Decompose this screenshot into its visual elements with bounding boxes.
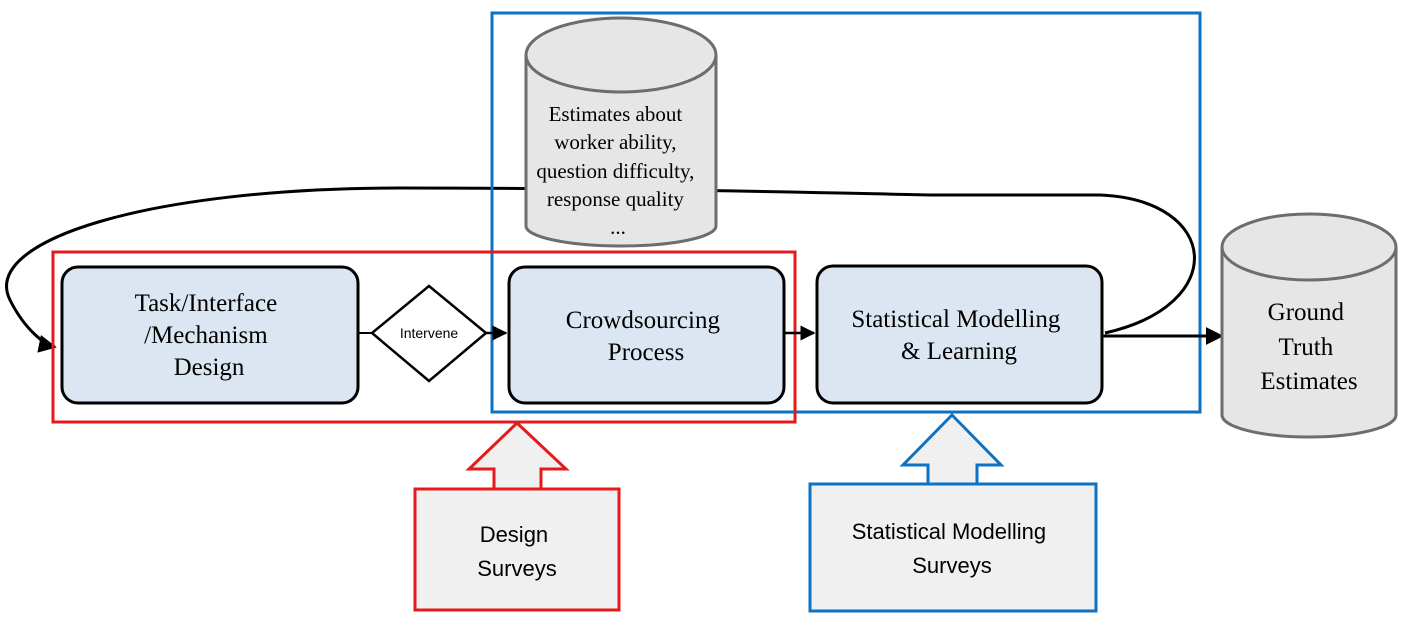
estimates-line: question difficulty, xyxy=(536,159,694,183)
intervene-label: Intervene xyxy=(400,325,459,341)
task-design-node: Task/Interface /Mechanism Design xyxy=(60,265,360,405)
statistical-surveys-callout: Statistical Modelling Surveys xyxy=(808,412,1098,613)
crowdsourcing-line: Crowdsourcing xyxy=(566,307,721,334)
task-design-line: Task/Interface xyxy=(135,290,278,317)
task-design-line: Design xyxy=(174,354,245,381)
design-scope-frame xyxy=(51,250,797,424)
ground-truth-line: Estimates xyxy=(1260,368,1357,395)
estimates-line: worker ability, xyxy=(554,130,676,154)
statistical-surveys-up-arrow xyxy=(899,412,1005,486)
svg-text:Statistical Modelling Su: Statistical Modelling Surveys xyxy=(852,519,1053,578)
stat-modelling-line: Statistical Modelling xyxy=(851,306,1061,333)
svg-text:Design Surveys: Design Surveys xyxy=(477,522,556,581)
design-surveys-callout: Design Surveys xyxy=(413,420,621,612)
statistical-surveys-line: Statistical Modelling xyxy=(852,519,1046,544)
estimates-database: Estimates about worker ability, question… xyxy=(524,16,718,248)
ground-truth-line: Ground xyxy=(1268,299,1345,326)
task-design-line: /Mechanism xyxy=(144,322,268,349)
svg-text:Crowdsourcing Process: Crowdsourcing Process xyxy=(566,307,726,366)
statistical-modelling-node: Statistical Modelling & Learning xyxy=(815,264,1104,405)
svg-text:Task/Interface /Mechanis: Task/Interface /Mechanism Design xyxy=(135,290,284,381)
crowdsourcing-line: Process xyxy=(608,339,684,366)
svg-text:Estimates about worker a: Estimates about worker ability, question… xyxy=(536,102,699,239)
design-surveys-line: Surveys xyxy=(477,556,556,581)
design-surveys-line: Design xyxy=(480,522,548,547)
estimates-line: response quality xyxy=(547,187,685,211)
estimates-line: ... xyxy=(610,215,626,239)
statistical-modelling-scope-frame xyxy=(490,11,1202,414)
ground-truth-line: Truth xyxy=(1279,334,1334,361)
intervene-decision: Intervene xyxy=(370,284,488,383)
svg-text:Ground Truth Estim: Ground Truth Estimates xyxy=(1260,299,1357,395)
crowdsourcing-process-node: Crowdsourcing Process xyxy=(507,265,786,405)
estimates-line: Estimates about xyxy=(549,102,683,126)
statistical-surveys-line: Surveys xyxy=(912,553,991,578)
svg-text:Statistical Modelling &: Statistical Modelling & Learning xyxy=(851,306,1066,365)
design-surveys-up-arrow xyxy=(465,420,570,491)
stat-modelling-line: & Learning xyxy=(901,338,1017,365)
ground-truth-database: Ground Truth Estimates xyxy=(1220,212,1398,439)
